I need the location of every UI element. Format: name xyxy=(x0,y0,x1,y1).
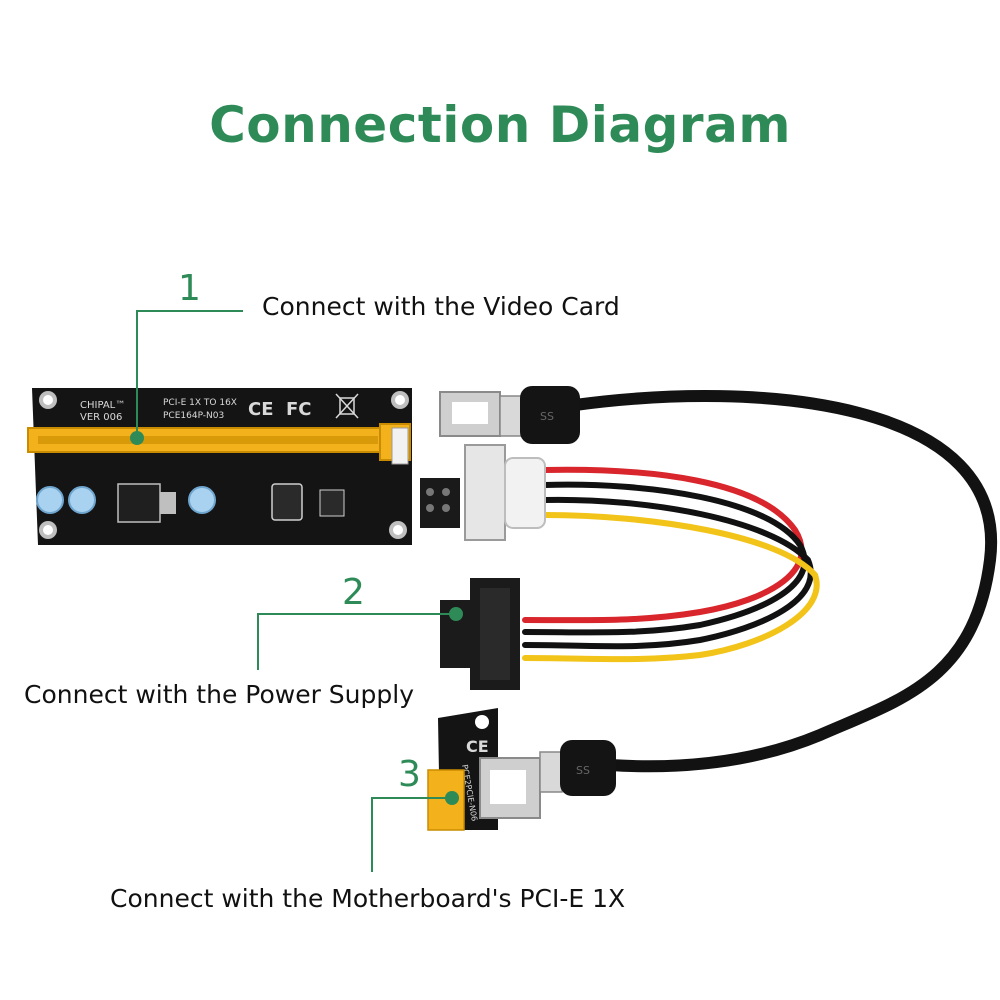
weee-bin-icon xyxy=(335,393,359,419)
ce-mark: CE xyxy=(248,399,274,420)
power-wires xyxy=(522,466,820,663)
riser-board: CHIPAL™ VER 006 PCI-E 1X TO 16X PCE164P-… xyxy=(27,388,412,545)
mount-hole xyxy=(43,525,53,535)
callout-label-1: Connect with the Video Card xyxy=(262,292,620,321)
usb-plug-bottom: SS xyxy=(539,740,616,796)
voltage-regulator xyxy=(117,483,161,523)
callout-number-3: 3 xyxy=(398,754,421,795)
usb-logo: SS xyxy=(576,764,590,777)
sata-connector xyxy=(440,578,520,690)
mount-hole xyxy=(395,395,405,405)
callout-line-2 xyxy=(257,613,456,670)
mount-hole xyxy=(393,525,403,535)
usb-logo: SS xyxy=(540,410,554,423)
callout-line-3 xyxy=(371,797,452,872)
capacitor xyxy=(36,486,64,514)
callout-label-3: Connect with the Motherboard's PCI-E 1X xyxy=(110,884,626,913)
fc-mark: FC xyxy=(286,399,312,420)
callout-label-2: Connect with the Power Supply xyxy=(24,680,415,709)
riser-brand: CHIPAL™ xyxy=(80,400,125,411)
riser-model-line2: PCE164P-N03 xyxy=(163,411,224,421)
riser-version: VER 006 xyxy=(80,412,122,423)
callout-dot-1 xyxy=(130,431,144,445)
callout-dot-2 xyxy=(449,607,463,621)
slot-latch xyxy=(391,427,409,465)
mount-hole xyxy=(43,395,53,405)
inductor xyxy=(271,483,303,521)
capacitor xyxy=(188,486,216,514)
usb-plug-top: SS xyxy=(499,386,580,444)
adapter-board: CE PCE2PCIE-N06 xyxy=(427,708,541,831)
ic-chip xyxy=(319,489,345,517)
riser-model-line1: PCI-E 1X TO 16X xyxy=(163,398,237,408)
usb-cable xyxy=(569,390,998,773)
callout-number-2: 2 xyxy=(342,572,365,613)
callout-number-1: 1 xyxy=(178,268,201,309)
capacitor xyxy=(68,486,96,514)
adapter-ce-mark: CE xyxy=(466,737,489,756)
callout-dot-3 xyxy=(445,791,459,805)
page-title: Connection Diagram xyxy=(209,96,791,154)
molex-connector xyxy=(464,444,506,541)
